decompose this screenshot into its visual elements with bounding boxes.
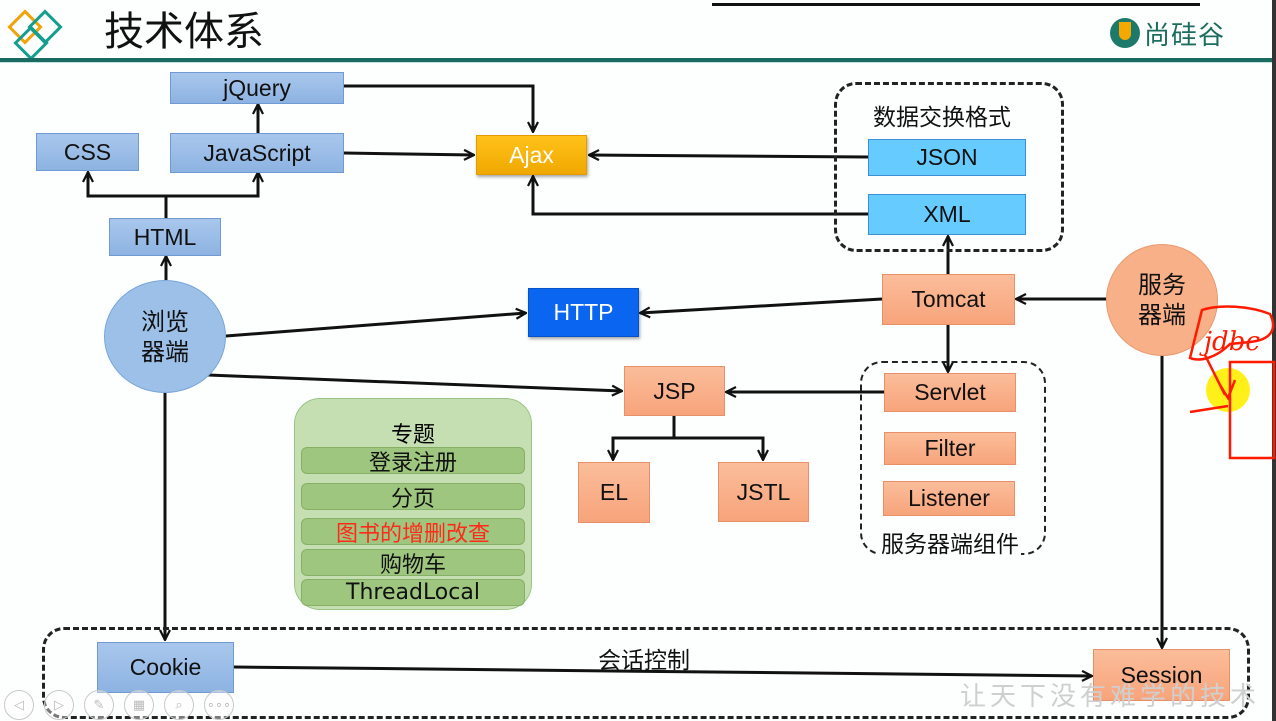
topic-item[interactable]: 登录注册 xyxy=(301,447,525,476)
header-divider-highlight xyxy=(0,62,1272,63)
cursor-highlight xyxy=(1206,368,1250,412)
slides-icon[interactable]: ▦ xyxy=(124,690,154,720)
node-browser[interactable]: 浏览 器端 xyxy=(104,280,226,393)
topic-item-label: 购物车 xyxy=(379,552,446,578)
node-http[interactable]: HTTP xyxy=(528,288,639,337)
next-icon[interactable]: ▷ xyxy=(44,690,74,720)
edge-json-ajax xyxy=(589,155,869,157)
top-rule xyxy=(712,3,1200,6)
topic-item-label: ThreadLocal xyxy=(346,580,480,605)
node-servlet[interactable]: Servlet xyxy=(884,373,1016,412)
topic-item-label: 图书的增删改查 xyxy=(335,521,490,547)
node-xml[interactable]: XML xyxy=(868,194,1026,235)
topic-item[interactable]: 购物车 xyxy=(301,549,525,578)
topic-item-label: 分页 xyxy=(390,486,435,512)
pen-icon[interactable]: ✎ xyxy=(84,690,114,720)
prev-icon[interactable]: ◁ xyxy=(4,690,34,720)
window-edge xyxy=(1272,0,1276,721)
node-css[interactable]: CSS xyxy=(36,133,139,171)
session-control-group xyxy=(42,627,1250,719)
edge-html-branch xyxy=(88,172,168,218)
presentation-toolbar: ◁ ▷ ✎ ▦ ⌕ ∘∘∘ xyxy=(4,690,234,720)
jdbc-box xyxy=(1228,360,1276,460)
node-json[interactable]: JSON xyxy=(868,139,1026,176)
session-control-label: 会话控制 xyxy=(598,648,690,674)
brand-u-icon xyxy=(1110,18,1140,48)
edge-jquery-ajax xyxy=(344,84,533,132)
node-browser-line1: 浏览 xyxy=(141,307,189,336)
diamond-logo-icon xyxy=(7,9,63,61)
edge-xml-ajax xyxy=(533,176,868,216)
edge-jsp-jstl xyxy=(674,436,763,460)
edge-jsp-el xyxy=(613,416,676,460)
node-browser-line2: 器端 xyxy=(141,337,189,366)
node-html[interactable]: HTML xyxy=(109,218,221,256)
topic-item-highlighted[interactable]: 图书的增删改查 xyxy=(301,518,525,547)
edge-cookie-session xyxy=(233,665,1092,676)
edge-browser-http xyxy=(225,313,526,338)
data-exchange-label: 数据交换格式 xyxy=(873,105,1011,131)
server-components-label: 服务器端组件 xyxy=(879,525,1021,559)
more-icon[interactable]: ∘∘∘ xyxy=(204,690,234,720)
zoom-icon[interactable]: ⌕ xyxy=(164,690,194,720)
data-exchange-group xyxy=(834,82,1064,252)
node-filter[interactable]: Filter xyxy=(884,432,1016,465)
topics-panel: 专题 登录注册 分页 图书的增删改查 购物车 ThreadLocal xyxy=(294,398,532,610)
node-server-line2: 器端 xyxy=(1138,301,1186,329)
edge-tomcat-http xyxy=(640,297,883,313)
edge-browser-jsp xyxy=(207,373,622,391)
jdbc-pointer xyxy=(1189,354,1237,414)
edge-javascript-ajax xyxy=(343,153,474,155)
topic-item[interactable]: ThreadLocal xyxy=(301,579,525,606)
node-listener[interactable]: Listener xyxy=(883,481,1015,516)
jdbc-text: jdbc xyxy=(1199,327,1260,357)
page-title: 技术体系 xyxy=(104,9,264,55)
node-ajax[interactable]: Ajax xyxy=(476,135,587,175)
node-jsp[interactable]: JSP xyxy=(624,366,725,416)
node-javascript[interactable]: JavaScript xyxy=(170,133,344,173)
node-jquery[interactable]: jQuery xyxy=(170,72,344,104)
brand-name: 尚硅谷 xyxy=(1144,20,1226,51)
node-el[interactable]: EL xyxy=(578,462,650,523)
topic-item[interactable]: 分页 xyxy=(301,483,525,512)
watermark: 让天下没有难学的技术 xyxy=(960,682,1261,712)
edge-html-javascript xyxy=(166,172,258,198)
node-tomcat[interactable]: Tomcat xyxy=(882,274,1015,325)
topics-title: 专题 xyxy=(390,423,435,448)
topic-item-label: 登录注册 xyxy=(368,450,457,476)
handwritten-annotation: jdbc xyxy=(1188,305,1276,460)
header-divider xyxy=(0,58,1272,62)
node-cookie[interactable]: Cookie xyxy=(97,642,234,693)
node-session[interactable]: Session xyxy=(1093,649,1230,701)
brand-logo: 尚硅谷 xyxy=(1110,16,1226,51)
node-server[interactable]: 服务 器端 xyxy=(1106,244,1218,356)
node-server-line1: 服务 xyxy=(1138,271,1186,299)
node-jstl[interactable]: JSTL xyxy=(718,462,809,522)
